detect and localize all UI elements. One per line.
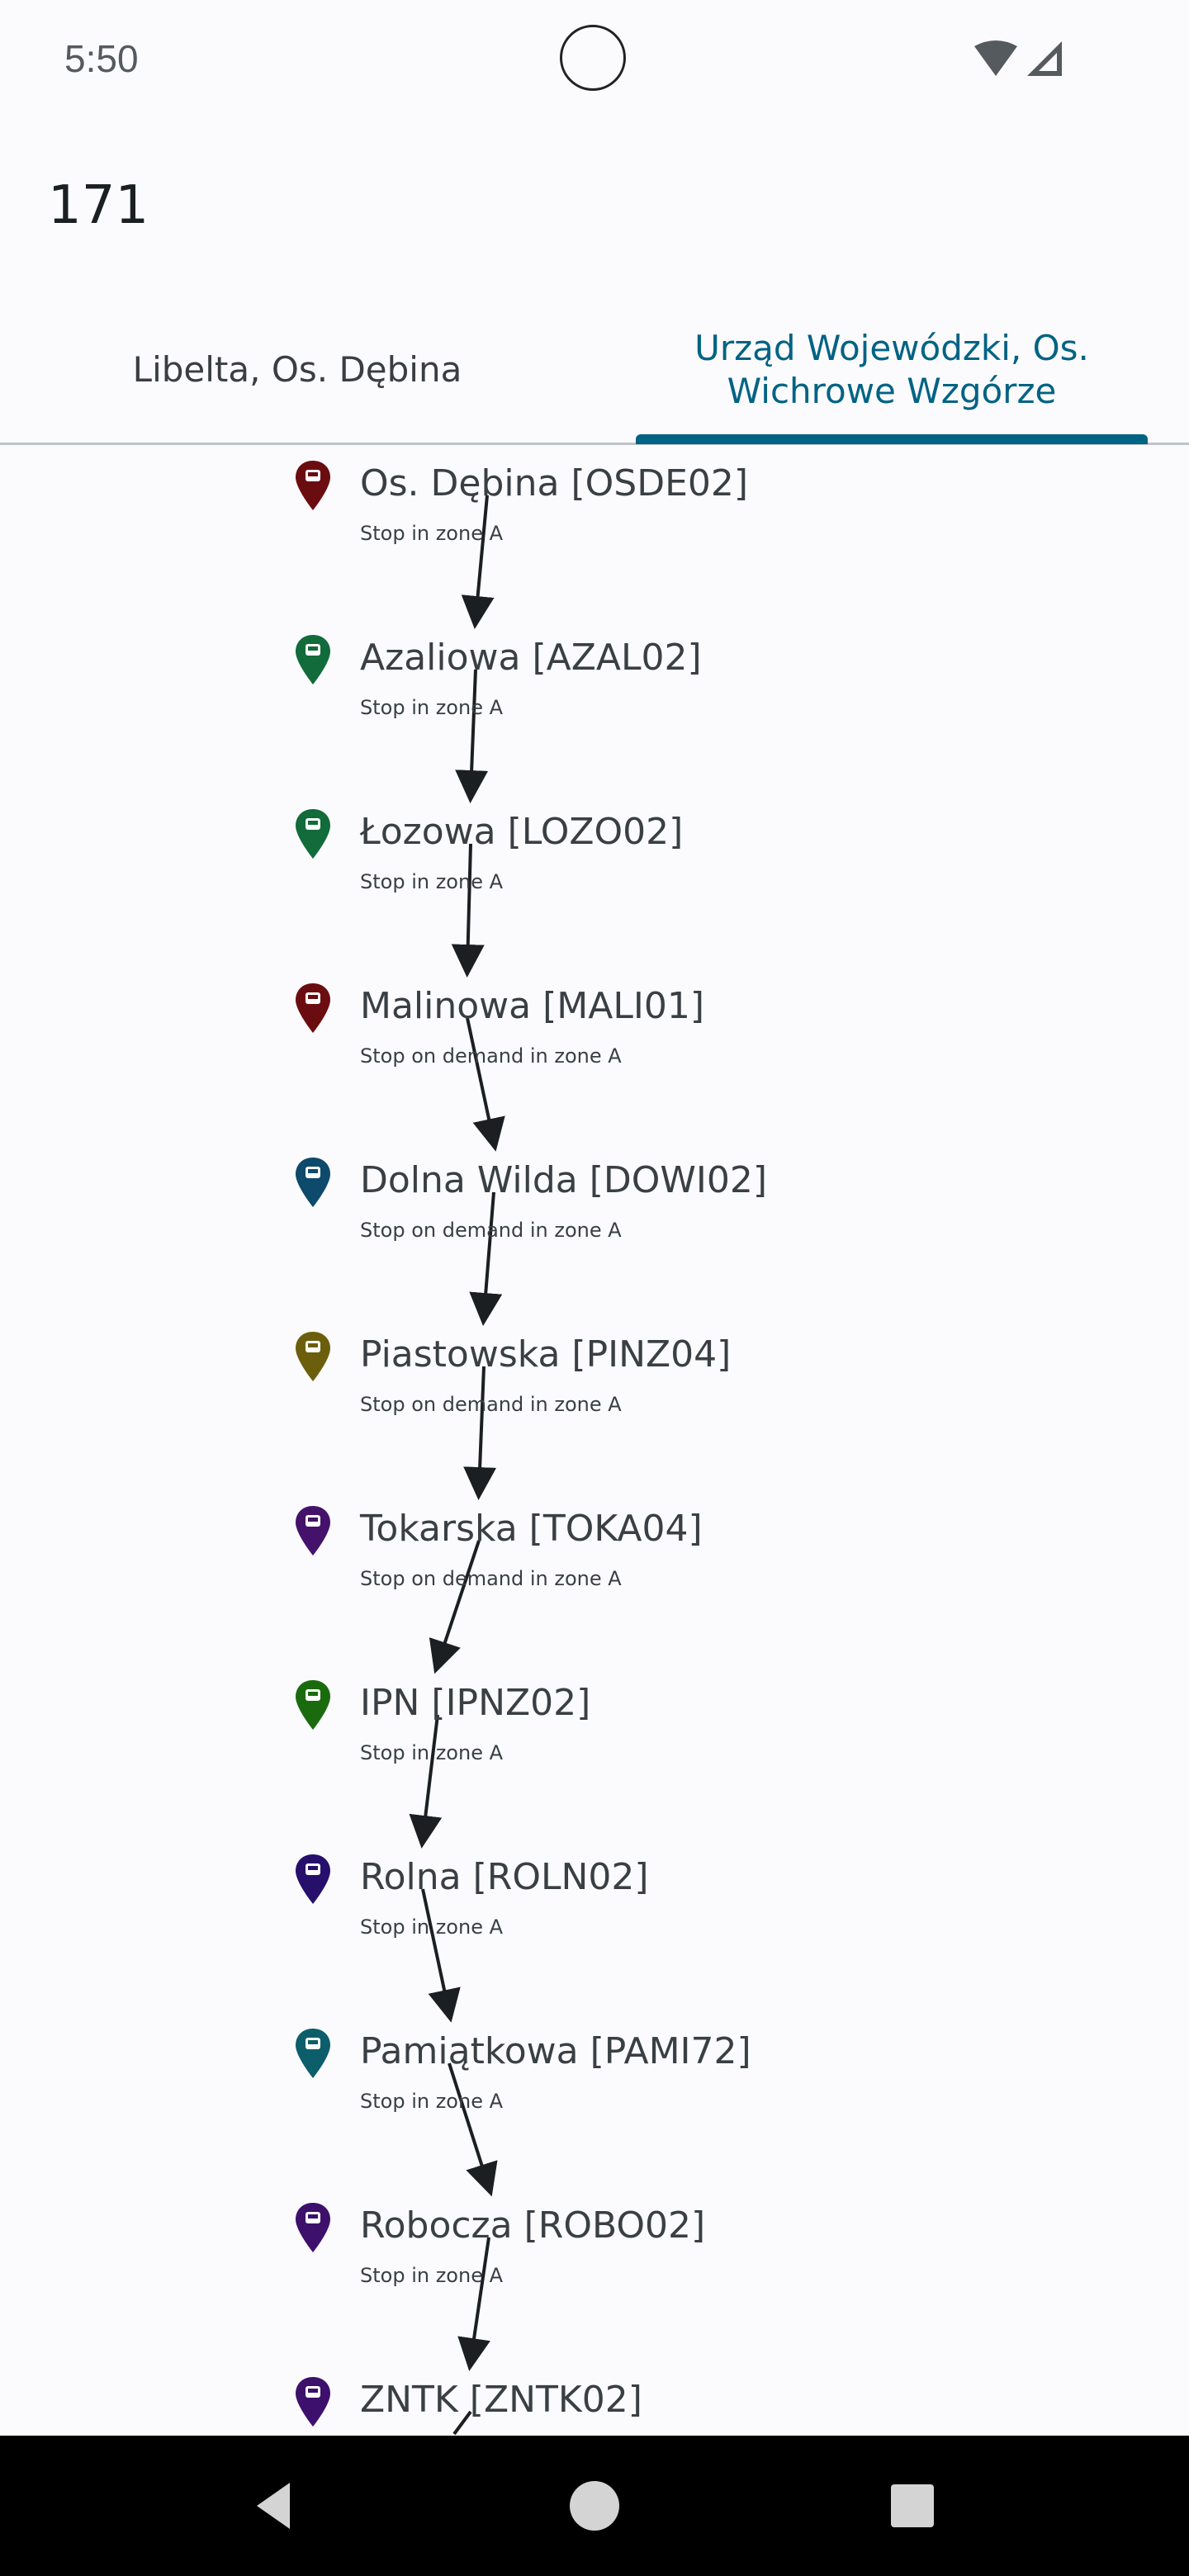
bus-stop-pin-icon xyxy=(296,809,330,859)
stop-description: Stop in zone A xyxy=(360,870,504,893)
bus-stop-pin-icon xyxy=(296,2377,330,2427)
bus-stop-pin-icon xyxy=(296,2203,330,2252)
stop-item[interactable]: Łozowa [LOZO02] Stop in zone A xyxy=(0,794,1189,968)
stop-description: Stop on demand in zone A xyxy=(360,1044,622,1068)
bus-stop-pin-icon xyxy=(296,983,330,1033)
stop-name: IPN [IPNZ02] xyxy=(360,1682,591,1724)
stop-name: Dolna Wilda [DOWI02] xyxy=(360,1159,768,1201)
stop-item[interactable]: IPN [IPNZ02] Stop in zone A xyxy=(0,1665,1189,1840)
stop-description: Stop in zone A xyxy=(360,2264,504,2287)
bus-stop-pin-icon xyxy=(296,1854,330,1904)
bus-stop-pin-icon xyxy=(296,2029,330,2078)
stop-item[interactable]: Tokarska [TOKA04] Stop on demand in zone … xyxy=(0,1491,1189,1665)
navigation-bar xyxy=(0,2436,1189,2576)
bus-stop-pin-icon xyxy=(296,1680,330,1730)
stop-description: Stop in zone A xyxy=(360,1915,504,1939)
bus-stop-pin-icon xyxy=(296,1158,330,1207)
stop-name: Robocza [ROBO02] xyxy=(360,2204,706,2247)
stop-name: Rolna [ROLN02] xyxy=(360,1856,649,1898)
status-time: 5:50 xyxy=(64,37,139,80)
stop-item[interactable]: Malinowa [MALI01] Stop on demand in zone … xyxy=(0,968,1189,1143)
line-number-title: 171 xyxy=(48,175,149,236)
stop-description: Stop on demand in zone A xyxy=(360,1393,622,1416)
tab-selected-indicator xyxy=(636,434,1148,444)
bus-stop-pin-icon xyxy=(296,1506,330,1556)
stop-name: Malinowa [MALI01] xyxy=(360,985,704,1027)
direction-tabs: Libelta, Os. Dębina Urząd Wojewódzki, Os… xyxy=(0,297,1189,445)
stop-name: ZNTK [ZNTK02] xyxy=(360,2379,642,2421)
stop-item[interactable]: Piastowska [PINZ04] Stop on demand in zon… xyxy=(0,1317,1189,1491)
stop-name: Os. Dębina [OSDE02] xyxy=(360,462,749,504)
stop-description: Stop in zone A xyxy=(360,696,504,719)
back-icon[interactable] xyxy=(244,2473,310,2539)
bus-stop-pin-icon xyxy=(296,461,330,510)
tab-direction-1[interactable]: Libelta, Os. Dębina xyxy=(132,349,462,390)
bus-stop-pin-icon xyxy=(296,1332,330,1381)
stop-description: Stop in zone A xyxy=(360,2090,504,2113)
home-icon[interactable] xyxy=(561,2473,628,2539)
signal-icon xyxy=(1027,41,1062,76)
camera-cutout xyxy=(560,25,626,91)
stop-description: Stop on demand in zone A xyxy=(360,1567,622,1590)
stop-description: Stop on demand in zone A xyxy=(360,1219,622,1242)
status-bar: 5:50 xyxy=(0,0,1189,116)
stop-item[interactable]: Rolna [ROLN02] Stop in zone A xyxy=(0,1840,1189,2014)
stop-name: Azaliowa [AZAL02] xyxy=(360,637,702,679)
stop-item[interactable]: Pamiątkowa [PAMI72] Stop in zone A xyxy=(0,2014,1189,2188)
stop-description: Stop in zone A xyxy=(360,1741,504,1764)
status-icons xyxy=(974,40,1065,79)
stop-item[interactable]: Robocza [ROBO02] Stop in zone A xyxy=(0,2188,1189,2362)
stop-name: Łozowa [LOZO02] xyxy=(360,811,684,853)
wifi-icon xyxy=(974,40,1017,76)
stop-name: Pamiątkowa [PAMI72] xyxy=(360,2030,751,2072)
stop-description: Stop in zone A xyxy=(360,522,504,545)
stop-item[interactable]: ZNTK [ZNTK02]Stop in zone A xyxy=(0,2362,1189,2436)
recents-icon[interactable] xyxy=(879,2473,945,2539)
stop-item[interactable]: Azaliowa [AZAL02] Stop in zone A xyxy=(0,620,1189,794)
stop-name: Tokarska [TOKA04] xyxy=(360,1508,703,1550)
stop-item[interactable]: Os. Dębina [OSDE02] Stop in zone A xyxy=(0,446,1189,620)
stop-name: Piastowska [PINZ04] xyxy=(360,1333,732,1376)
stop-item[interactable]: Dolna Wilda [DOWI02] Stop on demand in zo… xyxy=(0,1143,1189,1317)
tab-direction-2[interactable]: Urząd Wojewódzki, Os. Wichrowe Wzgórze xyxy=(694,328,1089,411)
bus-stop-pin-icon xyxy=(296,635,330,684)
